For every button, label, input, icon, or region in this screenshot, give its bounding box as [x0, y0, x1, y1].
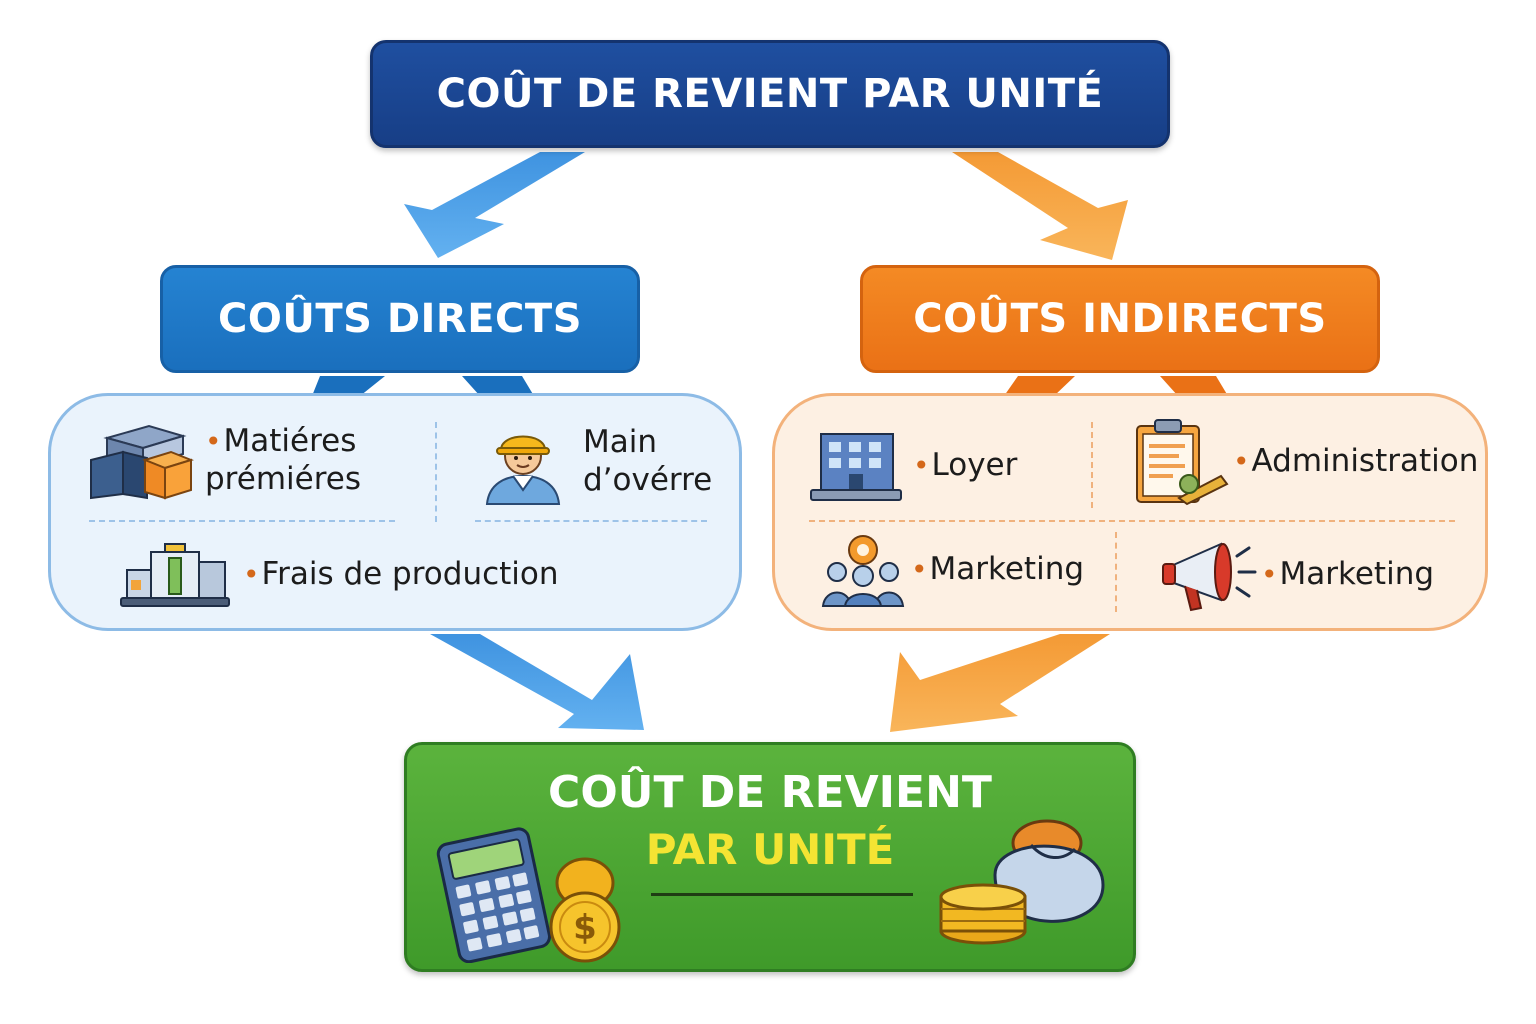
item-marketing-team: •Marketing [819, 532, 1084, 608]
megaphone-icon [1162, 542, 1257, 612]
arrow-indirect-to-result [890, 634, 1110, 732]
panel-divider [475, 520, 707, 522]
raw-materials-icon [90, 424, 195, 500]
calculator-icon: $ [436, 827, 621, 963]
item-label: Administration [1251, 443, 1479, 480]
item-rent: •Loyer [809, 430, 1017, 502]
arrow-direct-to-result [430, 634, 644, 730]
indirect-costs-header: COÛTS INDIRECTS [860, 265, 1380, 373]
item-label: prémiéres [205, 461, 361, 497]
panel-divider [435, 422, 437, 522]
item-label: d’ovérre [583, 462, 713, 498]
item-marketing-megaphone: •Marketing [1161, 536, 1434, 614]
svg-text:$: $ [573, 908, 597, 948]
result-title-line1: COÛT DE REVIENT [548, 767, 992, 818]
item-label: Loyer [931, 447, 1018, 484]
panel-divider [1091, 422, 1093, 508]
top-title-box: COÛT DE REVIENT PAR UNITÉ [370, 40, 1170, 148]
item-label: Frais de production [261, 556, 559, 593]
item-label: Matiéres [223, 423, 357, 460]
team-gear-icon [821, 535, 905, 607]
panel-divider [89, 520, 395, 522]
result-title-line2: PAR UNITÉ [645, 825, 895, 874]
connector-direct-left [312, 376, 385, 396]
connector-direct-right [462, 376, 534, 396]
indirect-costs-panel: •Loyer •Administration •Marketing [772, 393, 1488, 631]
item-raw-materials: •Matiéres prémiéres [87, 418, 361, 504]
direct-costs-panel: •Matiéres prémiéres Main d’ovérre [48, 393, 742, 631]
item-labor: Main d’ovérre [481, 418, 712, 506]
panel-divider [1115, 532, 1117, 612]
worker-icon [485, 435, 561, 505]
item-administration: •Administration [1131, 418, 1478, 506]
indirect-costs-title: COÛTS INDIRECTS [913, 296, 1327, 342]
direct-costs-title: COÛTS DIRECTS [217, 296, 583, 342]
result-divider [651, 893, 913, 896]
connector-indirect-left [1004, 376, 1075, 396]
item-production-costs: •Frais de production [117, 540, 559, 610]
item-label: Marketing [1279, 556, 1435, 593]
item-label: Main [583, 424, 658, 461]
arrow-top-to-indirect [952, 152, 1128, 260]
money-bag-icon [939, 819, 1105, 945]
connector-indirect-right [1160, 376, 1228, 396]
building-icon [810, 433, 902, 501]
arrow-top-to-direct [404, 152, 585, 258]
panel-divider [809, 520, 1455, 522]
top-title: COÛT DE REVIENT PAR UNITÉ [436, 71, 1104, 117]
result-box: COÛT DE REVIENT PAR UNITÉ $ [404, 742, 1136, 972]
machine-icon [120, 543, 230, 607]
item-label: Marketing [929, 551, 1085, 588]
direct-costs-header: COÛTS DIRECTS [160, 265, 640, 373]
clipboard-icon [1136, 419, 1229, 506]
